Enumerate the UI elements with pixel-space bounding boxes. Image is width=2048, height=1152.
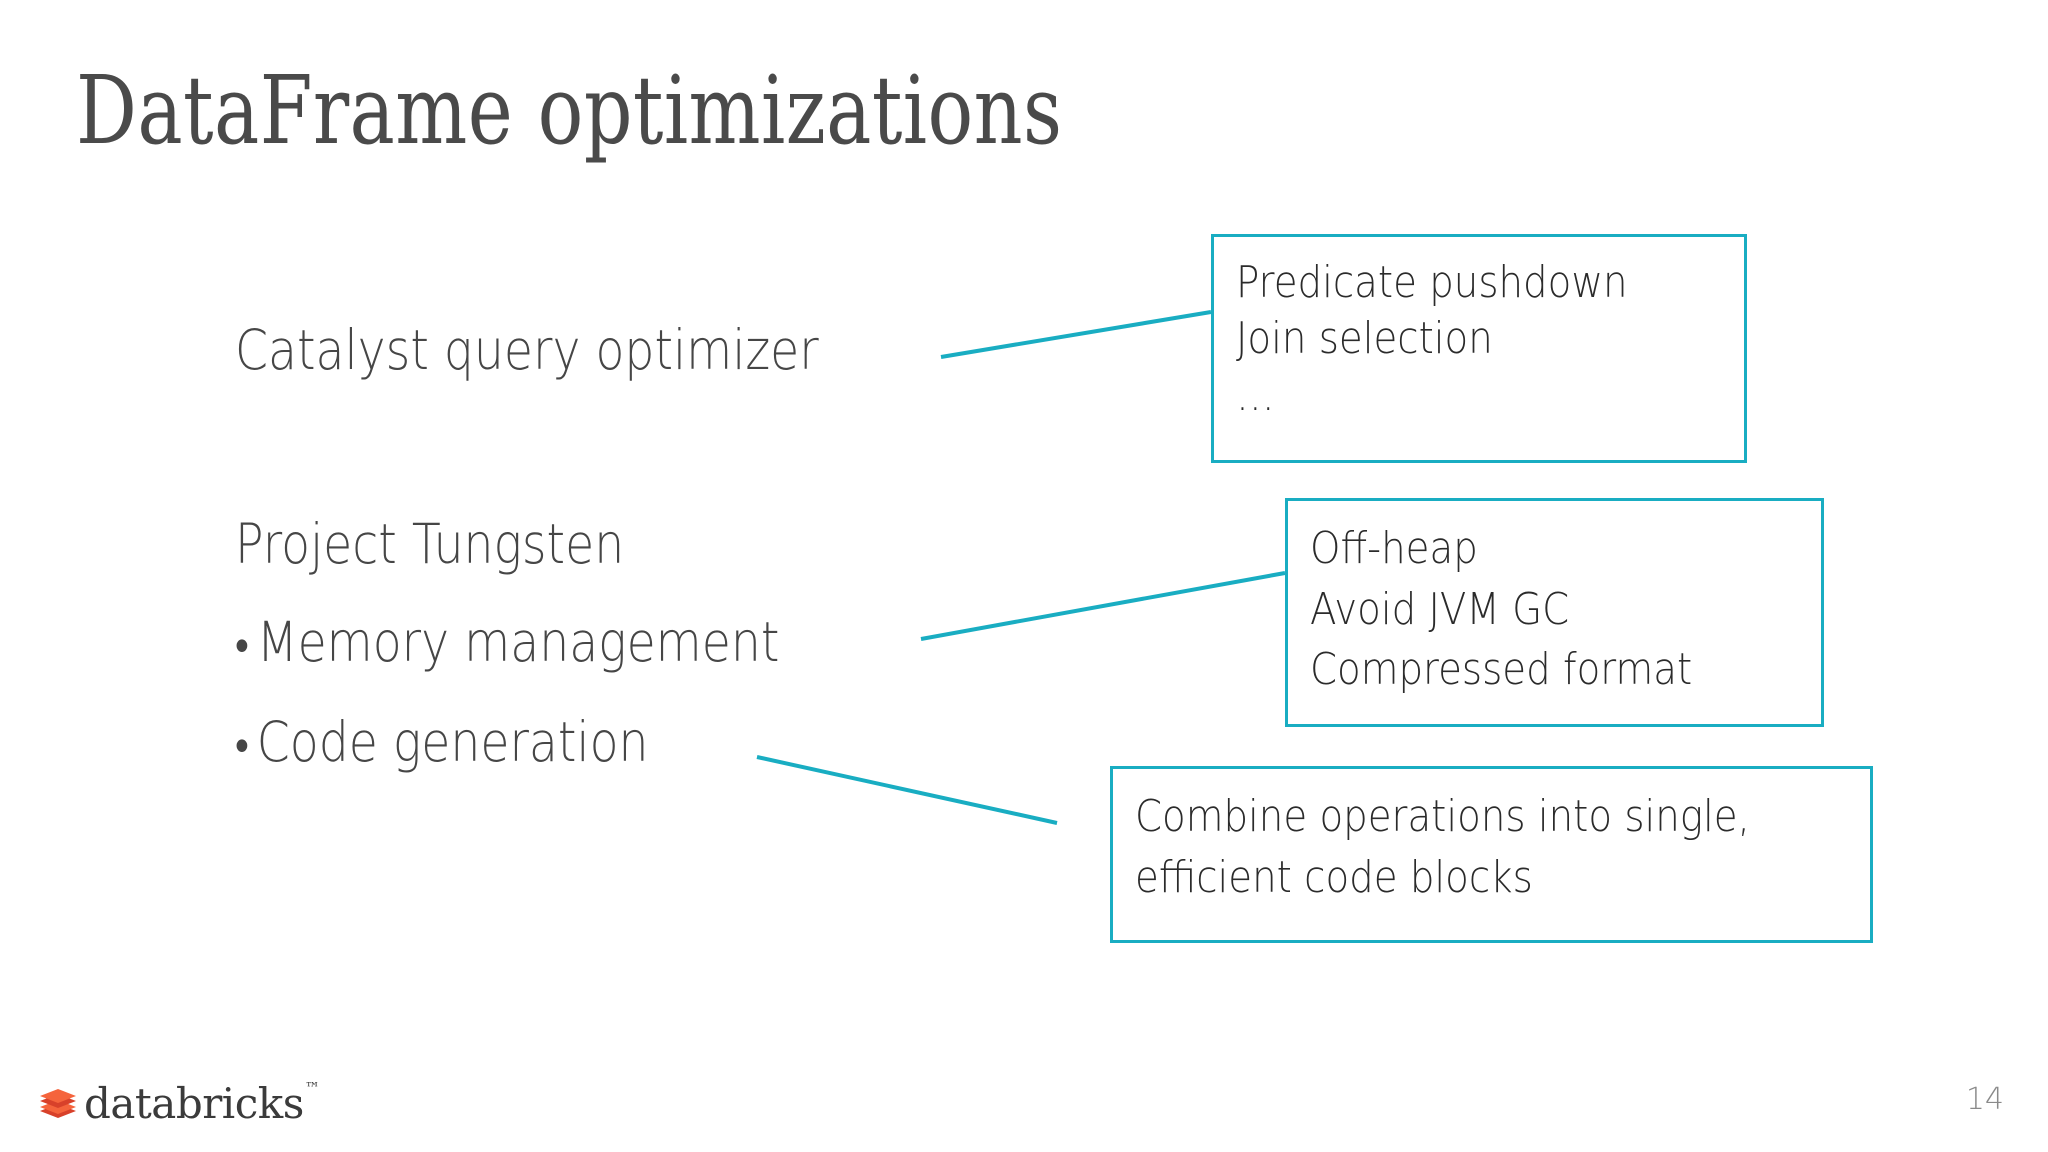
memory-connector-line [920, 571, 1286, 641]
bullet-dot-icon: • [235, 618, 249, 672]
bullet-dot-icon: • [235, 718, 249, 772]
callout-box-memory: Off-heap Avoid JVM GC Compressed format [1285, 498, 1824, 727]
callout-box-codegen: Combine operations into single, efficien… [1110, 766, 1873, 943]
catalyst-connector-line [940, 310, 1212, 359]
callout-codegen-line-2: efficient code blocks [1135, 851, 1533, 903]
callout-catalyst-line-3: … [1236, 369, 1275, 421]
callout-memory-line-1: Off-heap [1310, 523, 1478, 574]
list-item: • Code generation [235, 710, 648, 774]
bullet-label-code-generation: Code generation [256, 710, 649, 774]
callout-catalyst-line-1: Predicate pushdown [1236, 257, 1628, 308]
tungsten-heading: Project Tungsten [235, 512, 625, 576]
page-title: DataFrame optimizations [76, 56, 1063, 166]
databricks-bricks-icon [40, 1089, 76, 1118]
page-number: 14 [1965, 1082, 2004, 1117]
databricks-logo: databricks ™ [38, 1078, 320, 1128]
databricks-wordmark: databricks [84, 1079, 304, 1128]
bullet-label-memory-management: Memory management [256, 610, 780, 674]
callout-memory-line-2: Avoid JVM GC [1310, 583, 1570, 635]
callout-codegen-line-1: Combine operations into single, [1135, 791, 1750, 842]
callout-catalyst-line-2: Join selection [1236, 313, 1493, 365]
trademark-symbol: ™ [304, 1079, 320, 1097]
list-item: • Memory management [235, 610, 779, 674]
callout-memory-line-3: Compressed format [1310, 644, 1693, 696]
codegen-connector-line [756, 755, 1058, 825]
callout-box-catalyst: Predicate pushdown Join selection … [1211, 234, 1747, 463]
catalyst-heading: Catalyst query optimizer [235, 318, 819, 382]
